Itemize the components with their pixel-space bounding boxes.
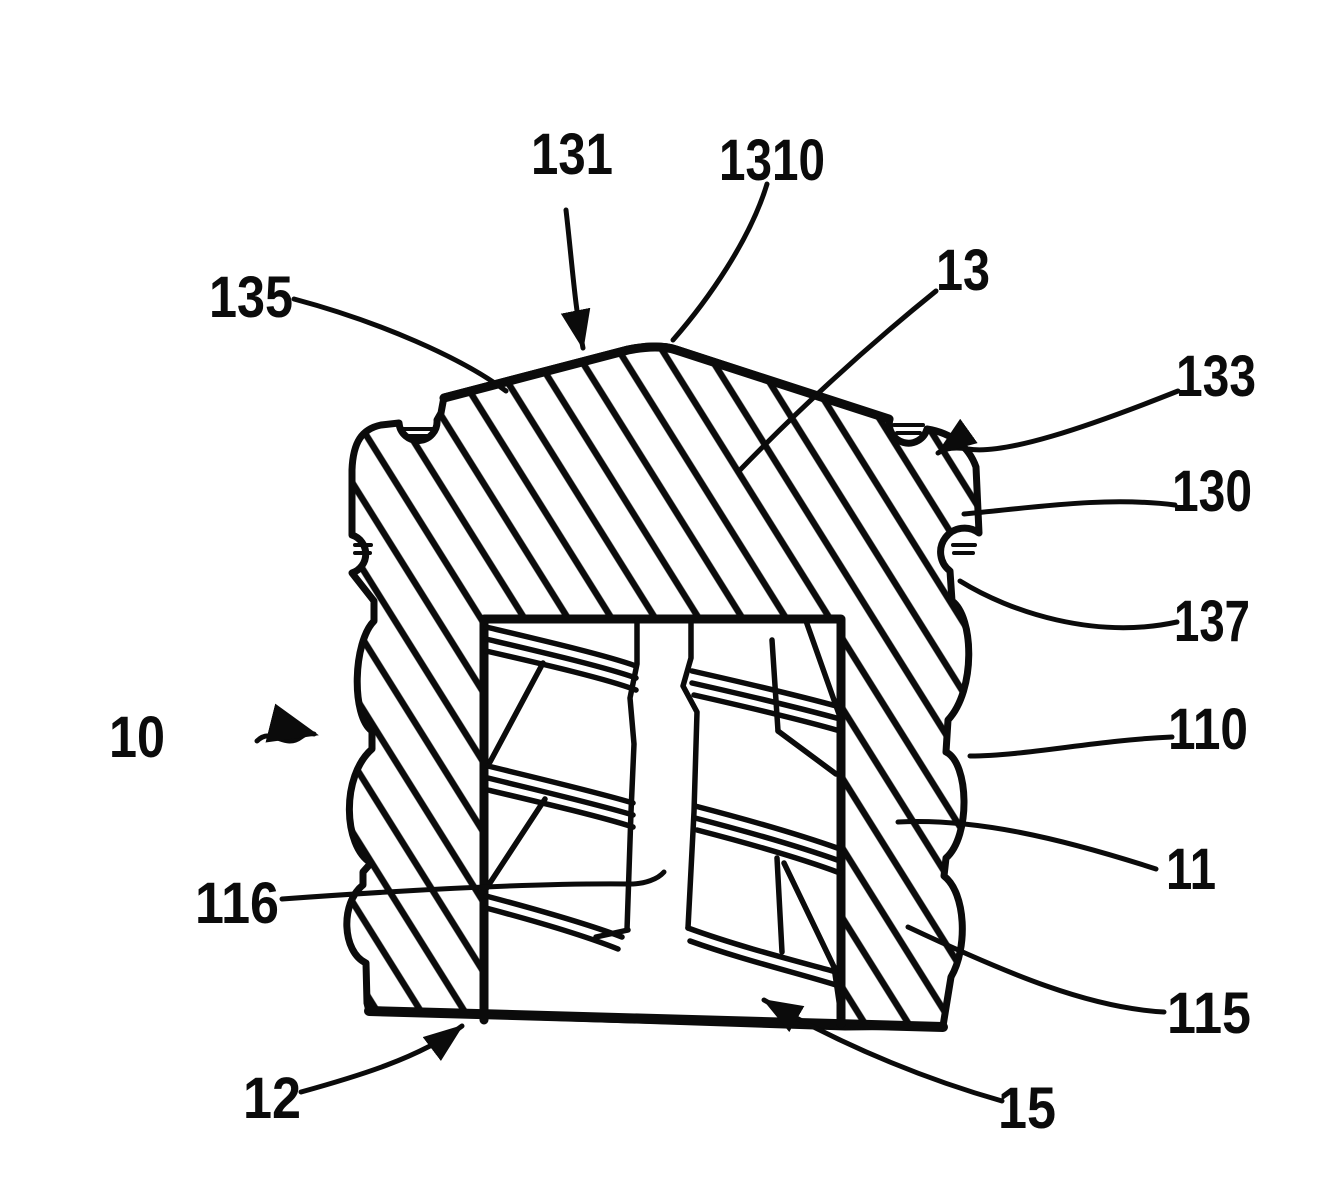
groove-shading-lines — [353, 423, 977, 555]
leader-13 — [737, 288, 939, 473]
ref-label-131: 131 — [531, 122, 613, 187]
leader-12 — [298, 1023, 465, 1095]
bottom-face-line — [364, 1006, 948, 1032]
ref-label-115: 115 — [1167, 981, 1251, 1046]
leader-110 — [967, 734, 1175, 759]
leader-115 — [905, 924, 1167, 1015]
top-face-line — [439, 342, 894, 424]
leader-11 — [895, 819, 1159, 872]
ref-label-110: 110 — [1168, 697, 1248, 762]
leader-137 — [957, 578, 1180, 631]
thread-flight-left-middle — [483, 763, 636, 892]
ref-label-15: 15 — [998, 1076, 1056, 1141]
ref-label-13: 13 — [936, 238, 990, 303]
internal-thread-profile — [483, 617, 844, 1018]
ref-label-12: 12 — [243, 1066, 301, 1131]
leader-130 — [961, 499, 1178, 517]
ref-label-116: 116 — [195, 871, 279, 936]
leader-lines — [254, 181, 1181, 1104]
ref-label-10: 10 — [109, 705, 165, 770]
leader-131 — [560, 207, 591, 351]
leader-135 — [291, 296, 509, 394]
leader-133 — [935, 388, 1181, 456]
leader-10 — [254, 703, 319, 744]
thread-flight-left-lower — [483, 893, 625, 952]
reference-numerals: 131 1310 135 13 133 130 137 10 110 11 11… — [109, 122, 1256, 1141]
thread-flight-right-middle — [692, 803, 843, 970]
ref-label-135: 135 — [209, 265, 293, 330]
ref-label-137: 137 — [1174, 589, 1250, 654]
leader-116 — [279, 869, 667, 902]
ref-label-133: 133 — [1176, 344, 1256, 409]
thread-flight-left-upper — [483, 624, 639, 765]
leader-1310 — [670, 181, 770, 343]
section-window-frame — [479, 614, 846, 1029]
ref-label-11: 11 — [1166, 837, 1216, 902]
thread-flight-right-lower — [685, 925, 844, 1018]
ref-label-1310: 1310 — [719, 128, 825, 193]
ref-label-130: 130 — [1172, 459, 1252, 524]
leader-15 — [761, 997, 1005, 1104]
thread-flight-right-upper — [689, 618, 843, 777]
